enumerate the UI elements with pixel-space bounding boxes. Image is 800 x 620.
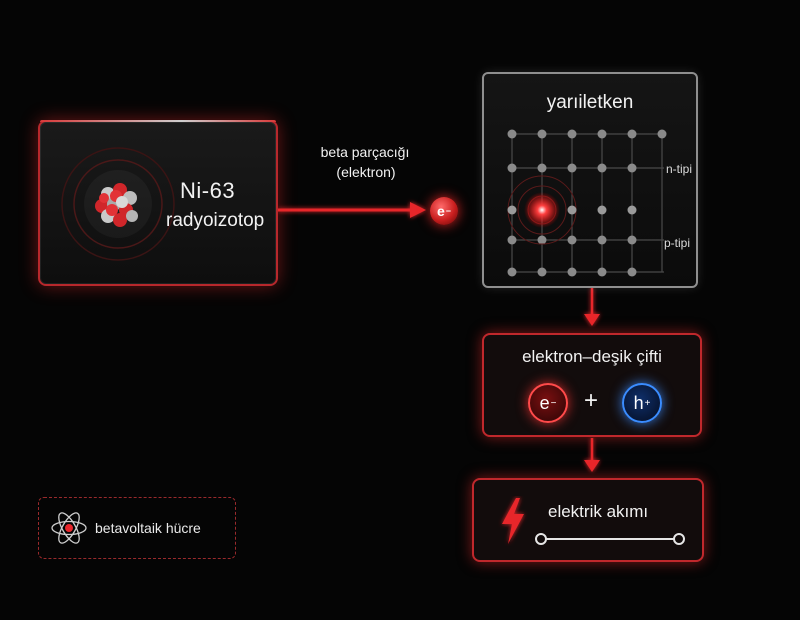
source-subtitle: radyoizotop (166, 210, 265, 231)
p-type-label: p-tipi (664, 236, 691, 250)
hole-symbol: h (633, 392, 644, 413)
current-title: elektrik akımı (548, 502, 649, 521)
semiconductor-box: yarıiletken (482, 72, 698, 288)
legend-box: betavoltaik hücre (38, 497, 236, 559)
lightning-bolt-icon (502, 498, 524, 544)
electron-hole-pair-box: elektron–deşik çifti e− + h+ (482, 333, 702, 437)
electron-charge: − (550, 397, 557, 409)
crystal-lattice (484, 129, 696, 277)
hole-charge: + (644, 397, 651, 409)
beta-electron-charge: − (445, 206, 452, 216)
arrow-pair-to-current (584, 438, 600, 472)
source-title: Ni-63 (180, 178, 236, 203)
radioisotope-source-box: Ni-63 radyoizotop (38, 120, 278, 286)
n-type-label: n-tipi (666, 162, 693, 176)
beam-arrow (278, 202, 426, 218)
arrow-semi-to-pair (584, 288, 600, 326)
atom-nucleus-icon (61, 147, 175, 261)
beam-label-line1: beta parçacığı (320, 144, 410, 160)
semiconductor-title: yarıiletken (546, 92, 634, 113)
beam-label-line2: (elektron) (336, 164, 396, 180)
circuit-wire (535, 533, 685, 545)
electron-particle: e− (528, 383, 568, 423)
plus-sign: + (584, 387, 599, 414)
hole-particle: h+ (622, 383, 662, 423)
electron-symbol: e (539, 392, 550, 413)
collision-hotspot (524, 192, 560, 228)
electric-current-box: elektrik akımı (472, 478, 704, 562)
beta-electron-particle: e− (430, 197, 458, 225)
atom-icon (51, 512, 87, 544)
beta-electron-symbol: e (436, 203, 445, 219)
pair-title: elektron–deşik çifti (522, 347, 662, 366)
legend-label: betavoltaik hücre (95, 520, 201, 536)
